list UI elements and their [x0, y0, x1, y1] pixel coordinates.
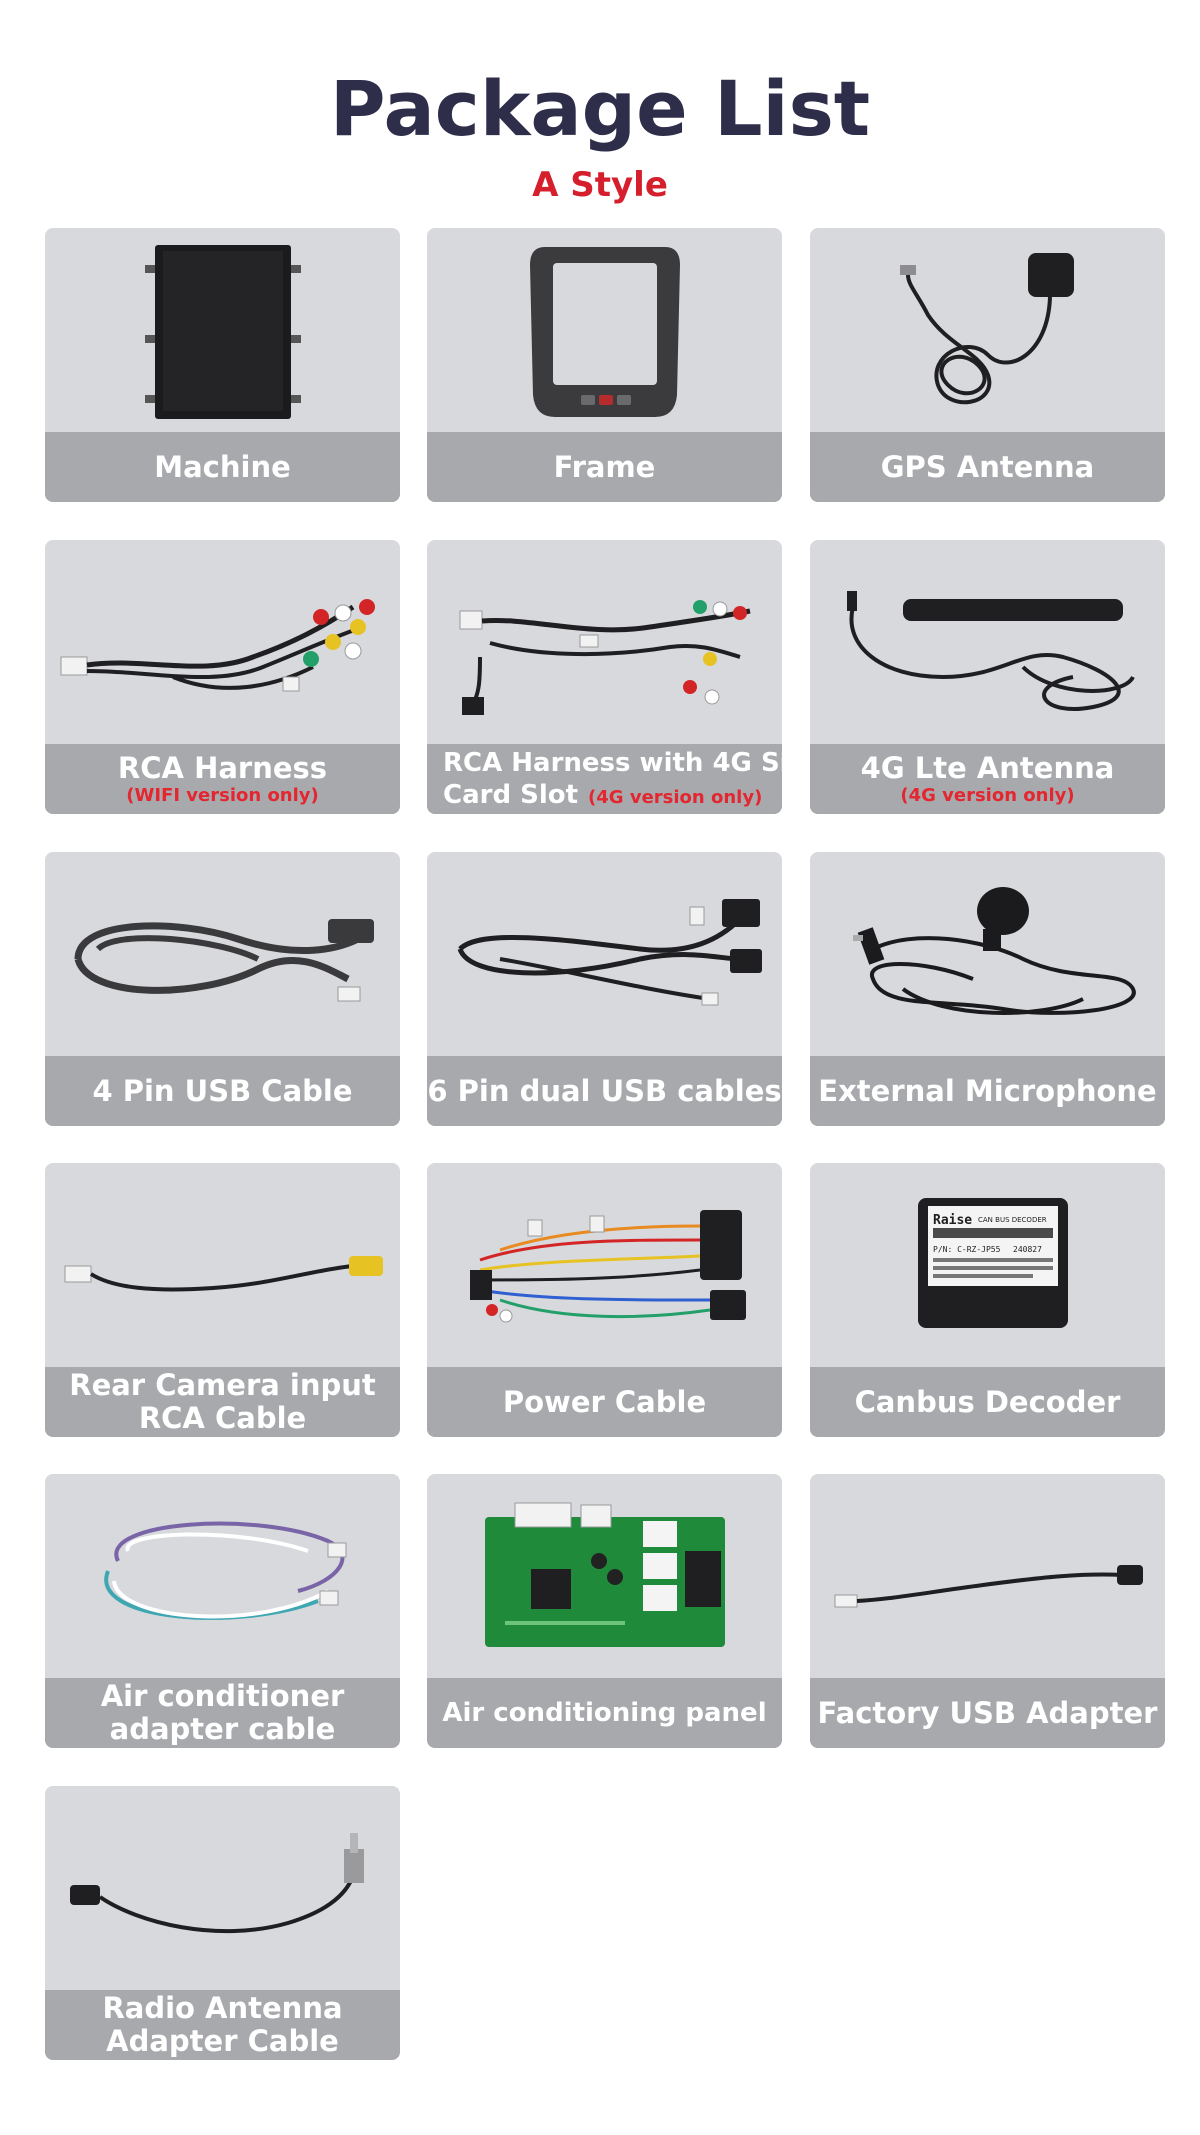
item-label: 4 Pin USB Cable — [92, 1073, 353, 1108]
item-label: Frame — [553, 449, 656, 484]
page-title: Package List — [329, 64, 871, 153]
item-label-band: Frame — [427, 432, 782, 502]
canbus-decoder-icon: Raise CAN BUS DECODER P/N: C-RZ-JP55 240… — [810, 1163, 1165, 1367]
item-label-band: Machine — [45, 432, 400, 502]
page-subtitle: A Style — [532, 165, 668, 205]
item-label: Air conditioning panel — [442, 1698, 767, 1728]
item-label: Machine — [154, 449, 291, 484]
item-card-4g-lte-antenna: 4G Lte Antenna (4G version only) — [810, 540, 1165, 814]
decoder-type-text: CAN BUS DECODER — [978, 1216, 1047, 1224]
decoder-brand-text: Raise — [933, 1213, 972, 1228]
item-label: Factory USB Adapter — [817, 1695, 1158, 1730]
item-card-ac-panel: Air conditioning panel — [427, 1474, 782, 1748]
head-unit-screen-icon — [45, 228, 400, 432]
item-label-band: 4G Lte Antenna (4G version only) — [810, 744, 1165, 814]
usb-cable-icon — [45, 852, 400, 1056]
item-card-power-cable: Power Cable — [427, 1163, 782, 1437]
item-label-band: Radio Antenna Adapter Cable — [45, 1990, 400, 2060]
item-label-line1: Radio Antenna — [102, 1991, 343, 2025]
ac-adapter-cable-icon — [45, 1474, 400, 1678]
item-label-line1: Rear Camera input — [69, 1368, 376, 1402]
gps-antenna-icon — [810, 228, 1165, 432]
item-label-band: External Microphone — [810, 1056, 1165, 1126]
microphone-icon — [810, 852, 1165, 1056]
item-card-canbus-decoder: Raise CAN BUS DECODER P/N: C-RZ-JP55 240… — [810, 1163, 1165, 1437]
item-label-line1: RCA Harness with 4G Sim — [443, 748, 782, 778]
item-label-band: 4 Pin USB Cable — [45, 1056, 400, 1126]
item-label: Canbus Decoder — [854, 1384, 1121, 1419]
item-note: (4G version only) — [588, 787, 763, 808]
item-card-machine: Machine — [45, 228, 400, 502]
item-label-line2: Adapter Cable — [106, 2024, 339, 2058]
item-label-band: GPS Antenna — [810, 432, 1165, 502]
item-label: GPS Antenna — [880, 449, 1095, 484]
camera-rca-cable-icon — [45, 1163, 400, 1367]
item-card-rca-harness: RCA Harness (WIFI version only) — [45, 540, 400, 814]
item-label-line2: RCA Cable — [138, 1401, 307, 1435]
item-card-4pin-usb: 4 Pin USB Cable — [45, 852, 400, 1126]
rca-harness-icon — [45, 540, 400, 744]
item-card-radio-antenna-adapter: Radio Antenna Adapter Cable — [45, 1786, 400, 2060]
item-card-rear-camera-rca: Rear Camera input RCA Cable — [45, 1163, 400, 1437]
item-label-line2: adapter cable — [109, 1712, 336, 1746]
item-note: (WIFI version only) — [126, 784, 319, 806]
item-card-external-microphone: External Microphone — [810, 852, 1165, 1126]
item-label-band: Power Cable — [427, 1367, 782, 1437]
item-card-gps-antenna: GPS Antenna — [810, 228, 1165, 502]
item-label-group: RCA Harness with 4G Sim Card Slot (4G ve… — [435, 747, 782, 811]
item-label-line2-row: Card Slot (4G version only) — [443, 779, 774, 811]
item-label-band: Canbus Decoder — [810, 1367, 1165, 1437]
decoder-serial-text: 240827 — [1013, 1245, 1042, 1254]
item-label-band: RCA Harness with 4G Sim Card Slot (4G ve… — [427, 744, 782, 814]
item-label-line2: Card Slot — [443, 780, 579, 810]
item-label-band: Air conditioner adapter cable — [45, 1678, 400, 1748]
item-label: External Microphone — [818, 1073, 1157, 1108]
item-note: (4G version only) — [900, 784, 1075, 806]
decoder-pn-text: P/N: C-RZ-JP55 — [933, 1245, 1001, 1254]
factory-usb-adapter-icon — [810, 1474, 1165, 1678]
dual-usb-cable-icon — [427, 852, 782, 1056]
item-card-rca-harness-4g: RCA Harness with 4G Sim Card Slot (4G ve… — [427, 540, 782, 814]
item-label: RCA Harness — [117, 750, 328, 785]
item-card-6pin-dual-usb: 6 Pin dual USB cables — [427, 852, 782, 1126]
power-cable-icon — [427, 1163, 782, 1367]
item-label: Power Cable — [502, 1384, 707, 1419]
item-label-band: Air conditioning panel — [427, 1678, 782, 1748]
item-label-band: RCA Harness (WIFI version only) — [45, 744, 400, 814]
item-label-band: 6 Pin dual USB cables — [427, 1056, 782, 1126]
item-label: 6 Pin dual USB cables — [427, 1073, 782, 1108]
dash-frame-icon — [427, 228, 782, 432]
item-label: 4G Lte Antenna — [860, 750, 1115, 785]
item-label-band: Factory USB Adapter — [810, 1678, 1165, 1748]
item-label-line1: Air conditioner — [100, 1679, 345, 1713]
item-card-factory-usb-adapter: Factory USB Adapter — [810, 1474, 1165, 1748]
radio-antenna-adapter-icon — [45, 1786, 400, 1990]
item-card-ac-adapter-cable: Air conditioner adapter cable — [45, 1474, 400, 1748]
item-label-band: Rear Camera input RCA Cable — [45, 1367, 400, 1437]
ac-panel-board-icon — [427, 1474, 782, 1678]
lte-antenna-icon — [810, 540, 1165, 744]
item-card-frame: Frame — [427, 228, 782, 502]
rca-harness-sim-icon — [427, 540, 782, 744]
